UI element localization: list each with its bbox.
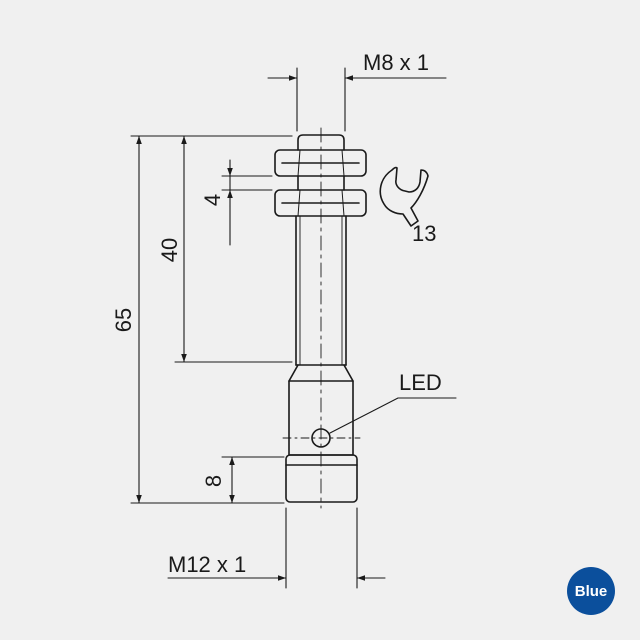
label-overall-length: 65 xyxy=(111,308,136,332)
label-wrench-size: 13 xyxy=(412,221,436,246)
led-leader-line xyxy=(329,397,457,434)
hex-nut-bottom xyxy=(274,189,367,217)
label-led: LED xyxy=(399,370,442,395)
label-thread-length: 40 xyxy=(157,238,182,262)
hex-nut-top xyxy=(274,149,367,177)
color-badge: Blue xyxy=(567,567,615,615)
label-nut-height: 4 xyxy=(200,194,225,206)
extension-lines xyxy=(130,67,358,589)
dimension-lines xyxy=(136,75,447,581)
label-thread-top: M8 x 1 xyxy=(363,50,429,75)
label-thread-bottom: M12 x 1 xyxy=(168,552,246,577)
m12-connector xyxy=(285,454,358,503)
wrench-icon xyxy=(379,166,429,227)
label-connector-length: 8 xyxy=(201,475,226,487)
